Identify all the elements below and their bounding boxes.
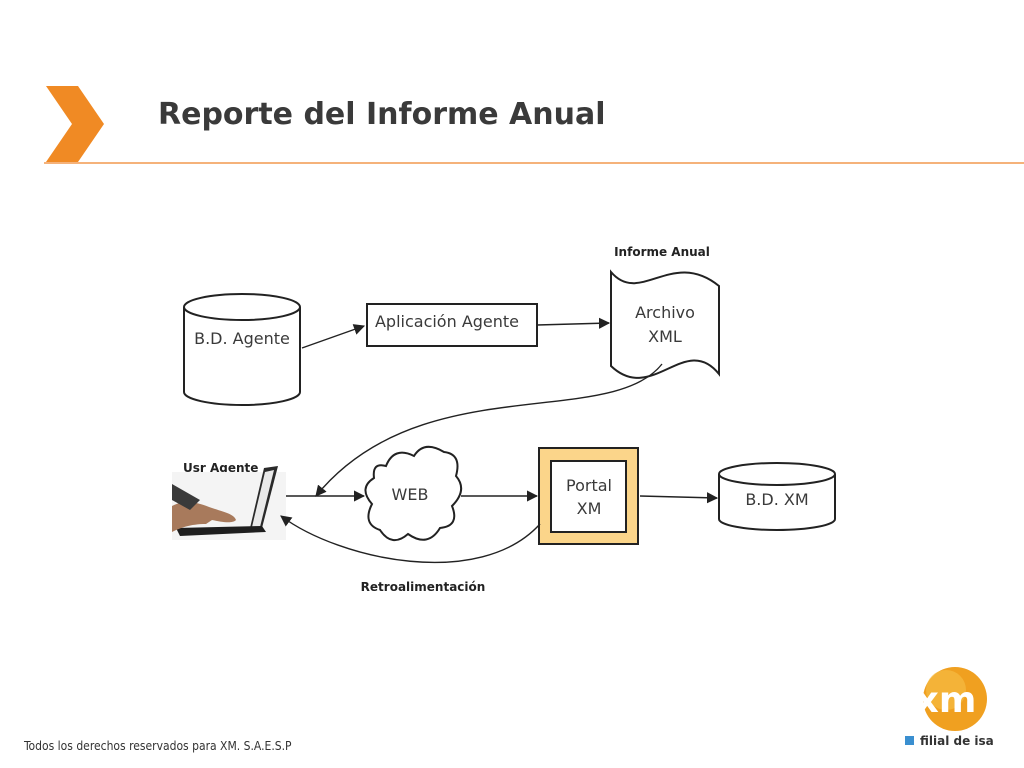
portal-xm-line1: Portal [566,476,612,495]
arrow-aplicacion-to-archivo [536,317,611,329]
page-title: Reporte del Informe Anual [158,97,606,132]
aplicacion-agente-node: Aplicación Agente [366,303,538,347]
bd-xm-node: B.D. XM [718,462,836,531]
portal-xm-node: Portal XM [538,447,639,545]
user-laptop-icon [172,466,286,540]
xm-logo-text: xm [916,680,977,721]
tagline-square-icon [905,736,914,745]
arrow-feedback-portal-to-usr [280,515,541,564]
informe-anual-caption: Informe Anual [614,245,710,259]
bd-xm-label: B.D. XM [745,490,808,509]
web-node: WEB [364,445,463,541]
archivo-xml-node: Archivo XML [610,269,720,379]
archivo-xml-line1: Archivo [635,303,695,322]
bd-agente-node: B.D. Agente [183,293,301,406]
footer-copyright: Todos los derechos reservados para XM. S… [23,739,292,753]
arrow-archivo-to-usr [315,363,663,497]
web-label: WEB [392,485,429,504]
usr-agente-label: Usr Agente [183,461,258,475]
aplicacion-agente-label: Aplicación Agente [375,312,519,331]
chevron-icon [46,86,104,162]
portal-xm-line2: XM [577,499,602,518]
arrow-bd-agente-to-aplicacion [301,324,366,349]
arrow-portal-to-bd-xm [639,492,719,504]
bd-agente-label: B.D. Agente [194,329,290,348]
tagline-text: filial de isa [920,734,994,748]
feedback-label: Retroalimentación [361,580,486,594]
archivo-xml-line2: XML [648,327,682,346]
xm-logo: xm filial de isa [905,667,994,748]
